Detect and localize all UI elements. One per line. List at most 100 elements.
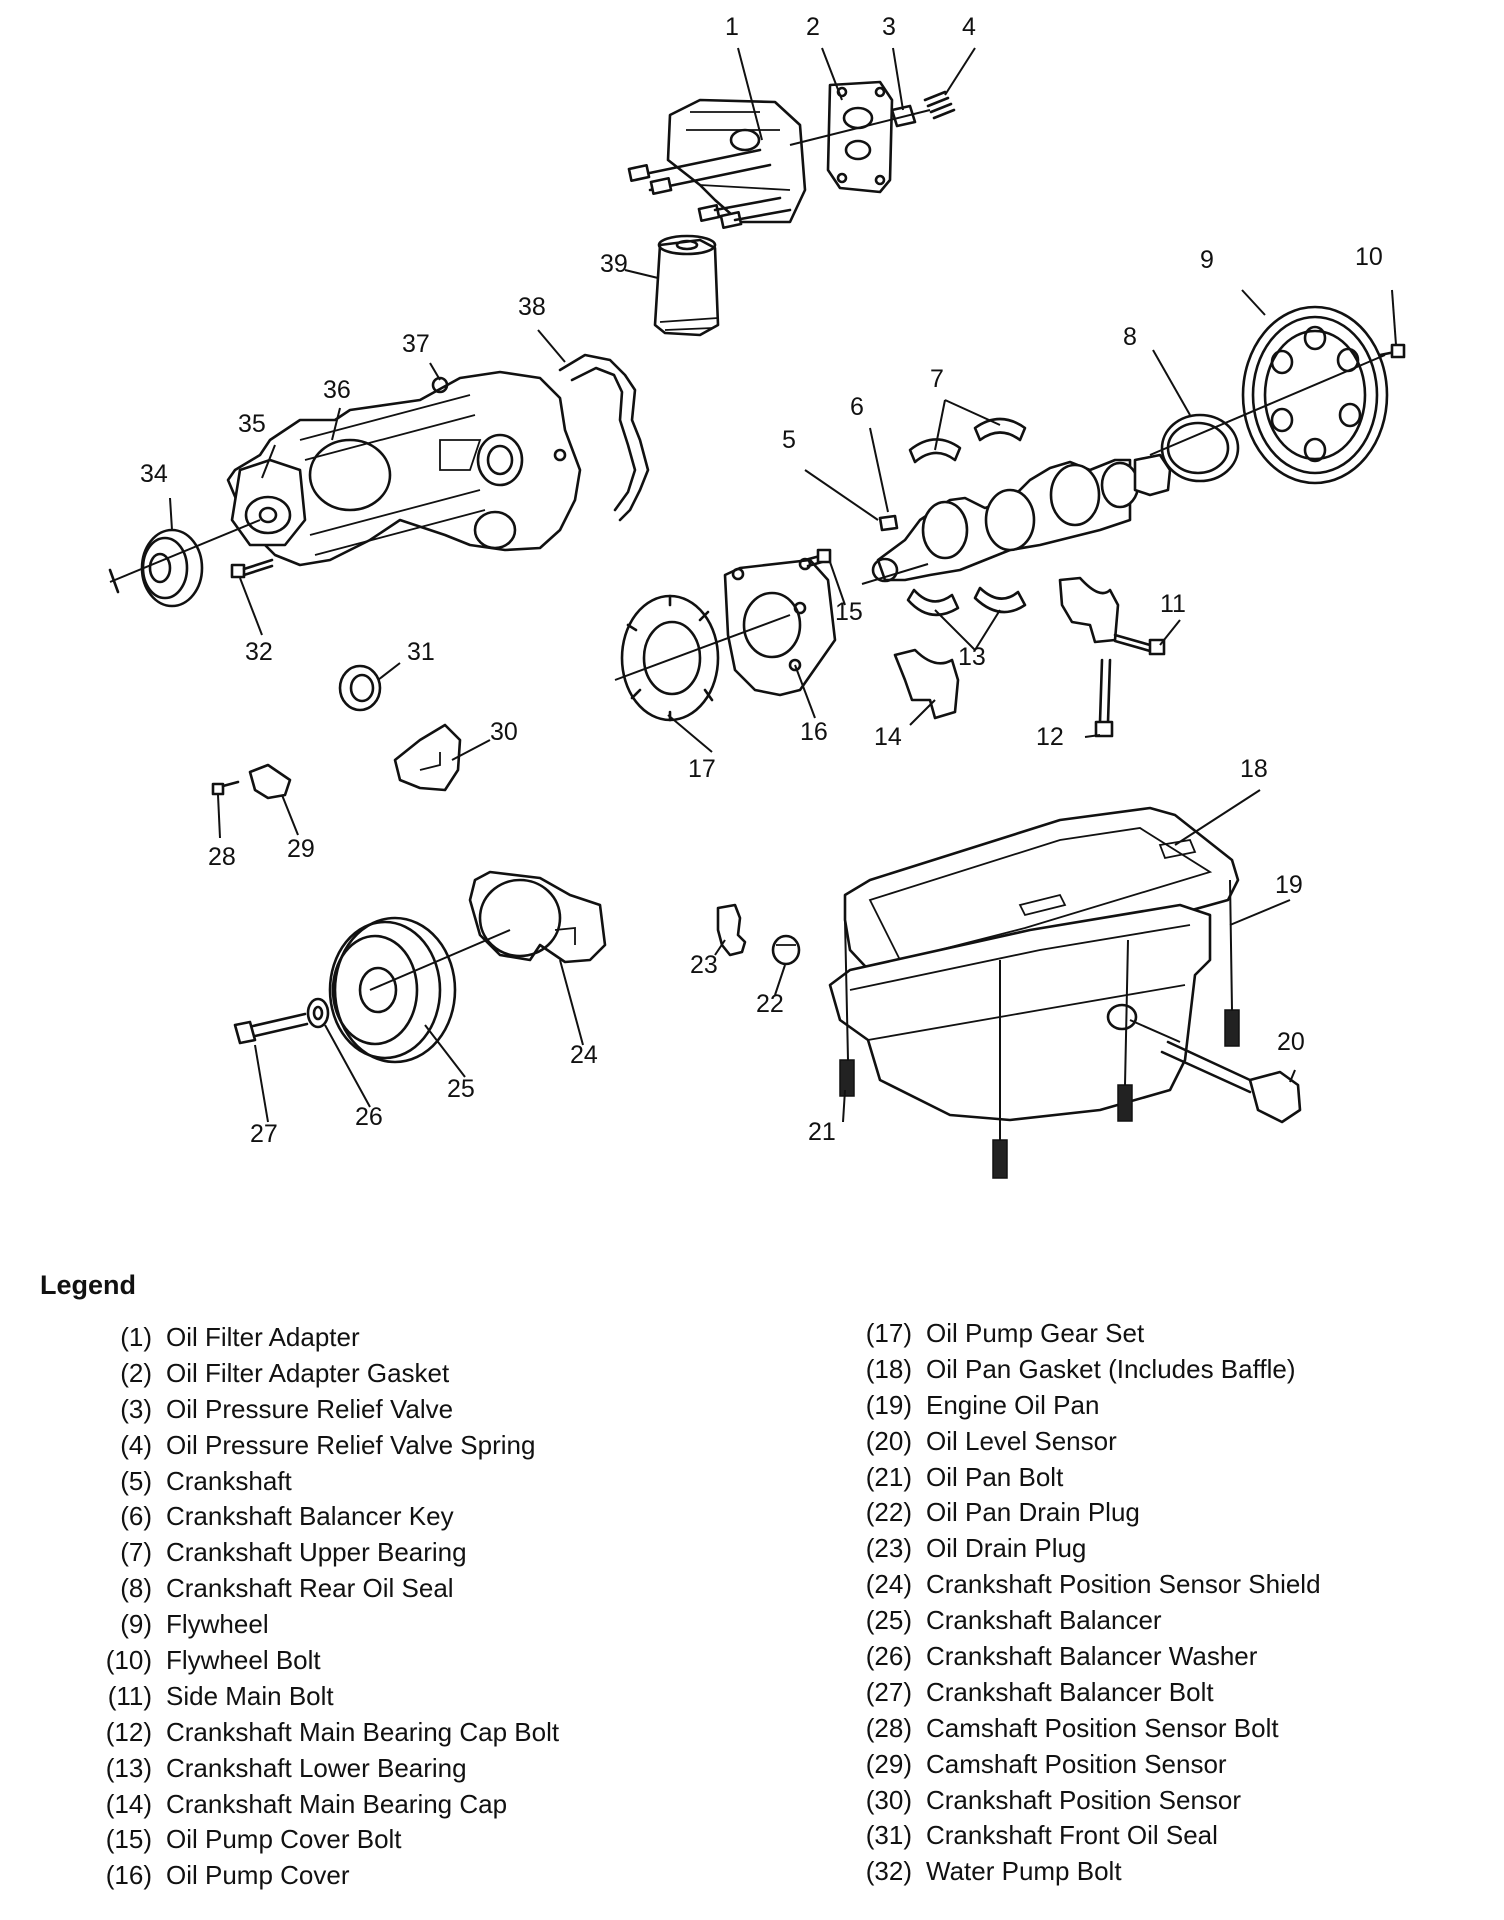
water-pump-bolt	[230, 558, 274, 579]
crankshaft-main-bearing-cap	[893, 648, 960, 720]
callout-37: 37	[402, 330, 430, 358]
legend-label: Engine Oil Pan	[926, 1389, 1100, 1420]
engine-front-cover	[226, 370, 582, 567]
callout-27: 27	[250, 1120, 278, 1148]
legend-item: (24)Crankshaft Position Sensor Shield	[838, 1567, 1321, 1603]
legend-item: (17)Oil Pump Gear Set	[838, 1316, 1321, 1352]
callout-17: 17	[688, 755, 716, 783]
callout-22: 22	[756, 990, 784, 1018]
legend-item: (32)Water Pump Bolt	[838, 1854, 1321, 1890]
callout-3: 3	[882, 13, 896, 41]
callout-15: 15	[835, 598, 863, 626]
callout-4: 4	[962, 13, 976, 41]
legend-item: (9)Flywheel	[78, 1607, 559, 1643]
legend-number: (18)	[865, 1353, 912, 1384]
callout-26: 26	[355, 1103, 383, 1131]
flywheel-bolt	[1378, 343, 1406, 359]
legend-number: (11)	[107, 1680, 152, 1711]
legend-item: (19) Engine Oil Pan	[838, 1388, 1321, 1424]
camshaft-position-sensor-bolt	[211, 780, 240, 796]
legend-item: (18)Oil Pan Gasket (Includes Baffle)	[838, 1352, 1321, 1388]
side-main-bolt	[1113, 633, 1166, 656]
callout-21: 21	[808, 1118, 836, 1146]
oil-pressure-relief-valve-spring	[789, 90, 956, 146]
legend-item: (1)Oil Filter Adapter	[78, 1320, 559, 1356]
callout-14: 14	[874, 723, 902, 751]
legend-label: Oil Pump Cover	[166, 1860, 350, 1891]
oil-filter	[653, 234, 720, 337]
flywheel	[1149, 305, 1389, 485]
oil-filter-adapter	[627, 98, 807, 230]
legend-item: (23)Oil Drain Plug	[838, 1531, 1321, 1567]
legend-label: Flywheel Bolt	[166, 1645, 321, 1676]
water-pump-pulley	[108, 519, 261, 608]
oil-level-sensor	[1129, 1019, 1302, 1124]
legend-number: (24)	[865, 1569, 912, 1600]
water-pump	[230, 458, 307, 547]
legend-number: (8)	[120, 1573, 152, 1604]
callout-5: 5	[782, 426, 796, 454]
camshaft-position-sensor	[248, 763, 292, 800]
callout-34: 34	[140, 460, 168, 488]
callout-38: 38	[518, 293, 546, 321]
legend-label: Oil Pan Bolt	[926, 1461, 1064, 1492]
legend-item: (16) Oil Pump Cover	[78, 1858, 559, 1894]
callout-39: 39	[600, 250, 628, 278]
legend-number: (22)	[865, 1497, 912, 1528]
leader-lines	[169, 47, 1397, 1123]
legend-number: (10)	[105, 1645, 152, 1676]
legend-number: (29)	[865, 1748, 912, 1779]
callout-23: 23	[690, 951, 718, 979]
callout-numbers: 1 2 3 4 5 6 7 8 9 10 11 12 13 14 15 16 1…	[140, 13, 1383, 1148]
legend-number: (16)	[105, 1860, 152, 1891]
legend-label: Camshaft Position Sensor Bolt	[926, 1712, 1279, 1743]
legend-item: (11) Side Main Bolt	[78, 1679, 559, 1715]
legend-item: (28)Camshaft Position Sensor Bolt	[838, 1711, 1321, 1747]
legend-column-left: (1)Oil Filter Adapter (2)Oil Filter Adap…	[78, 1320, 559, 1894]
legend-item: (3)Oil Pressure Relief Valve	[78, 1392, 559, 1428]
main-bearing-cap-bolt	[1094, 658, 1114, 738]
oil-pump-gear-set	[614, 594, 791, 722]
legend-number: (6)	[120, 1501, 152, 1532]
callout-32: 32	[245, 638, 273, 666]
legend-label: Oil Pressure Relief Valve Spring	[166, 1429, 536, 1460]
legend-label: Oil Filter Adapter	[166, 1322, 360, 1352]
legend-number: (17)	[865, 1318, 912, 1348]
legend-label: Oil Drain Plug	[926, 1533, 1087, 1564]
legend-label: Side Main Bolt	[166, 1680, 334, 1711]
legend-item: (13)Crankshaft Lower Bearing	[78, 1751, 559, 1787]
callout-25: 25	[447, 1075, 475, 1103]
crankshaft-position-sensor-shield	[468, 870, 607, 964]
callout-30: 30	[490, 718, 518, 746]
legend-number: (14)	[105, 1788, 152, 1819]
side-main-cap	[1058, 576, 1120, 644]
legend-item: (6) Crankshaft Balancer Key	[78, 1499, 559, 1535]
legend-number: (21)	[865, 1461, 912, 1492]
crankshaft-front-oil-seal	[338, 664, 382, 712]
cover-gasket	[558, 353, 650, 522]
legend-label: Crankshaft Upper Bearing	[166, 1537, 467, 1568]
legend-label: Oil Pan Drain Plug	[926, 1497, 1140, 1528]
oil-pump-cover-bolt	[803, 548, 832, 568]
callout-31: 31	[407, 638, 435, 666]
legend-item: (25)Crankshaft Balancer	[838, 1603, 1321, 1639]
legend-label: Crankshaft Rear Oil Seal	[166, 1573, 454, 1604]
legend-label: Crankshaft Balancer Washer	[926, 1641, 1258, 1672]
legend-number: (9)	[120, 1609, 152, 1640]
legend-item: (2)Oil Filter Adapter Gasket	[78, 1356, 559, 1392]
legend-item: (10) Flywheel Bolt	[78, 1643, 559, 1679]
callout-36: 36	[323, 376, 351, 404]
legend-label: Crankshaft Main Bearing Cap Bolt	[166, 1716, 560, 1747]
crankshaft-rear-oil-seal	[1160, 413, 1240, 483]
crankshaft-upper-bearing	[908, 417, 1027, 464]
callout-19: 19	[1275, 871, 1303, 899]
legend-item: (8) Crankshaft Rear Oil Seal	[78, 1571, 559, 1607]
legend-label: Crankshaft Balancer Key	[166, 1501, 454, 1532]
legend-label: Oil Filter Adapter Gasket	[166, 1357, 450, 1388]
callout-6: 6	[850, 393, 864, 421]
legend-number: (15)	[105, 1824, 152, 1855]
legend-number: (27)	[865, 1676, 912, 1707]
crankshaft-position-sensor	[393, 723, 462, 792]
legend-label: Oil Pump Cover Bolt	[166, 1824, 402, 1855]
legend-number: (19)	[865, 1389, 912, 1420]
